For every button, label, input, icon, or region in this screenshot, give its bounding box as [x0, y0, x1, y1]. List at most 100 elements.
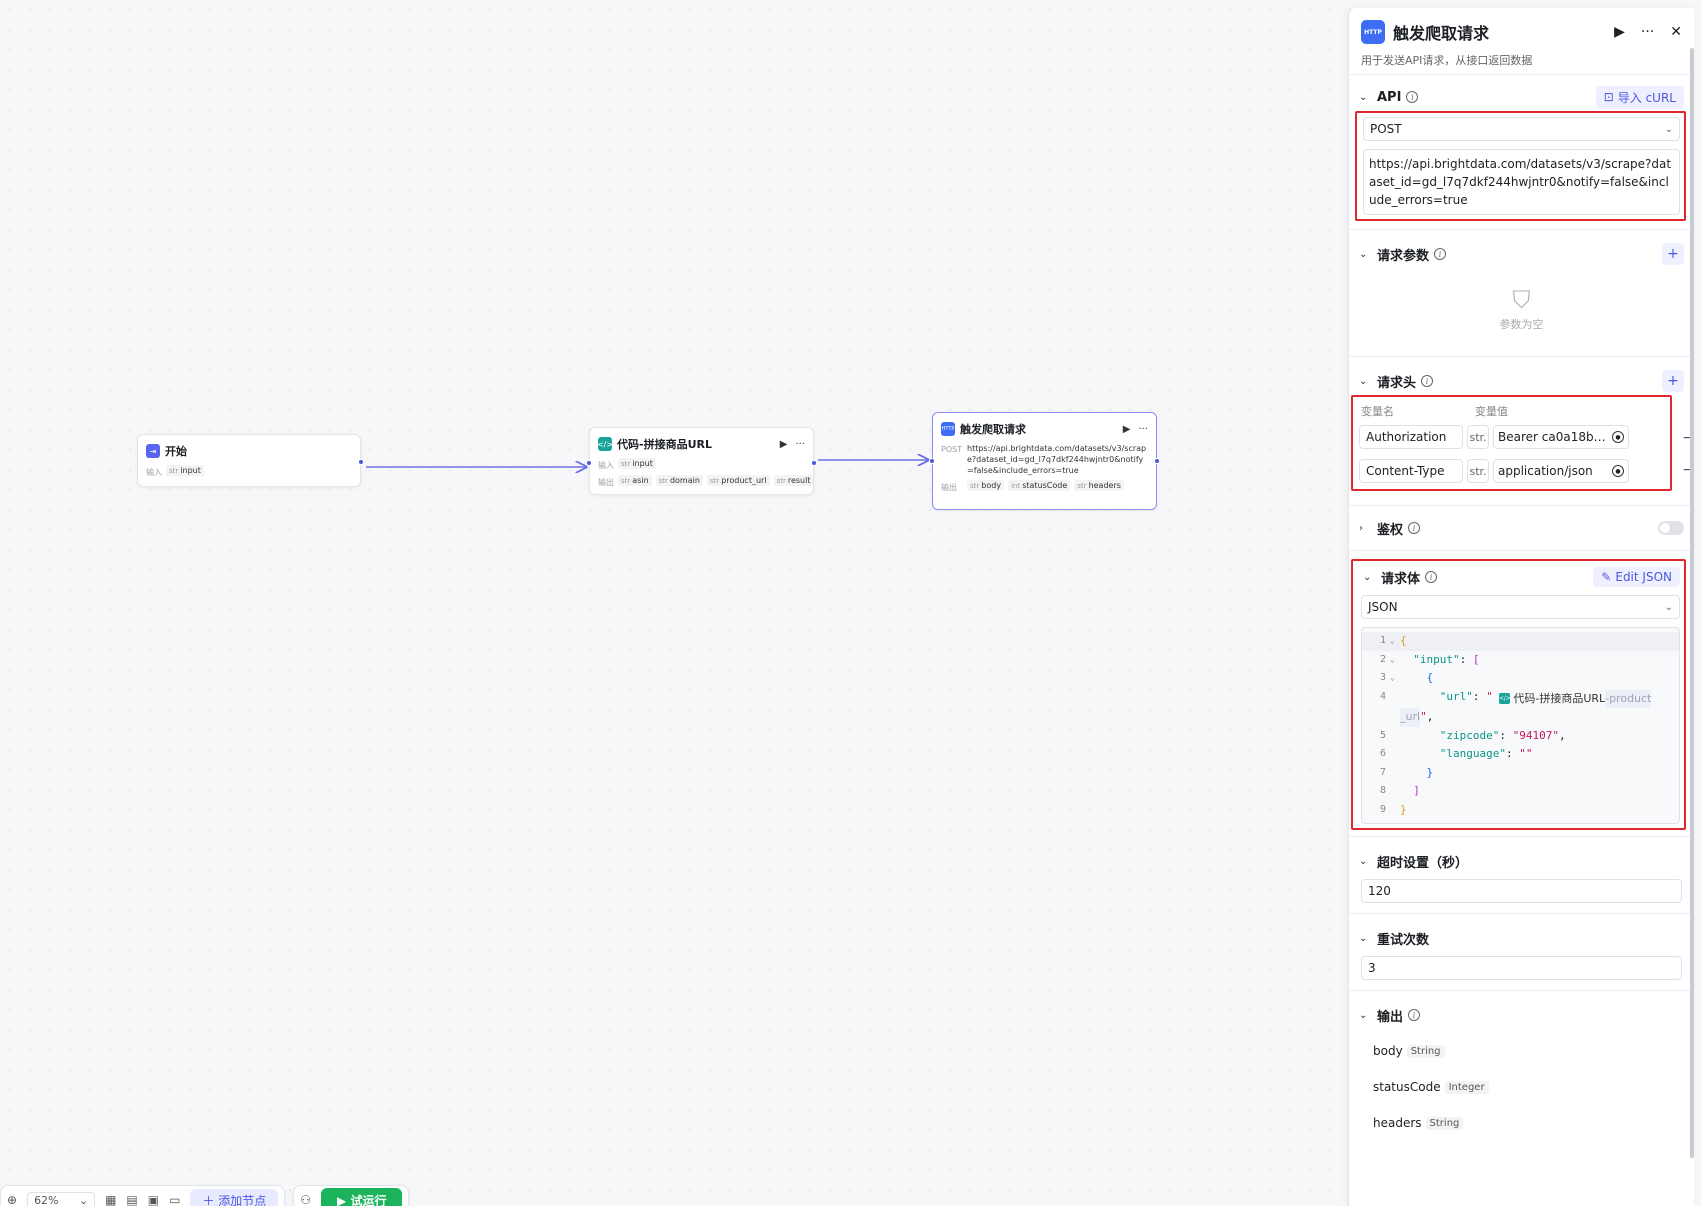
- edit-icon: ✎: [1601, 570, 1612, 584]
- info-icon[interactable]: i: [1421, 375, 1434, 387]
- timeout-section-header[interactable]: ⌄ 超时设置（秒）: [1359, 855, 1469, 871]
- debug-icon[interactable]: ⚇: [300, 1193, 312, 1206]
- port-in[interactable]: [586, 460, 592, 466]
- fold-icon[interactable]: ⌄: [1390, 673, 1395, 682]
- chevron-down-icon[interactable]: ⌄: [1359, 855, 1368, 867]
- port-in[interactable]: [929, 458, 935, 464]
- node-code-header: </> 代码-拼接商品URL ▶ ···: [590, 432, 813, 456]
- empty-box-icon: ⛉: [1512, 286, 1531, 314]
- info-icon[interactable]: i: [1434, 248, 1447, 260]
- more-icon[interactable]: ···: [1138, 423, 1148, 435]
- headers-section: ⌄ 请求头 i + 变量名 变量值 Authorization str. Bea…: [1349, 357, 1694, 491]
- image-icon[interactable]: ▣: [147, 1193, 160, 1206]
- output-section-header[interactable]: ⌄ 输出 i: [1349, 1001, 1694, 1029]
- node-http[interactable]: HTTP 触发爬取请求 ▶ ··· POST https://api.brigh…: [929, 412, 1160, 510]
- info-icon[interactable]: i: [1408, 1009, 1421, 1021]
- chevron-down-icon[interactable]: ⌄: [1359, 1009, 1368, 1021]
- more-icon[interactable]: ···: [795, 438, 805, 450]
- input-label: 输入: [146, 468, 162, 477]
- chevron-down-icon[interactable]: ⌄: [1359, 932, 1368, 944]
- method-select[interactable]: POST ⌄: [1363, 117, 1680, 141]
- node-start-header: ⇥ 开始: [138, 439, 360, 463]
- auth-toggle[interactable]: [1658, 521, 1684, 535]
- body-format-select[interactable]: JSON ⌄: [1361, 595, 1680, 619]
- info-icon[interactable]: i: [1406, 91, 1419, 103]
- remove-header-icon[interactable]: −: [1682, 462, 1694, 478]
- chevron-down-icon[interactable]: ⌄: [1363, 571, 1372, 583]
- timeout-input[interactable]: 120: [1361, 879, 1682, 903]
- run-icon[interactable]: ▶: [1614, 24, 1625, 40]
- import-curl-button[interactable]: ⊡导入 cURL: [1595, 85, 1684, 109]
- chevron-down-icon[interactable]: ⌄: [1359, 91, 1368, 103]
- chevron-down-icon: ⌄: [1664, 123, 1673, 135]
- info-icon[interactable]: i: [1425, 571, 1438, 583]
- layout-icon[interactable]: ▤: [126, 1193, 138, 1206]
- headers-section-header[interactable]: ⌄ 请求头 i +: [1349, 367, 1694, 395]
- code-line: 1⌄{: [1362, 632, 1679, 651]
- retry-section-header[interactable]: ⌄ 重试次数: [1359, 932, 1430, 948]
- comment-icon[interactable]: ▭: [169, 1193, 181, 1206]
- chevron-down-icon[interactable]: ⌄: [1359, 248, 1368, 260]
- header-name-input[interactable]: Authorization: [1359, 425, 1463, 449]
- api-section-header[interactable]: ⌄ API i ⊡导入 cURL: [1349, 83, 1694, 111]
- code-icon: </>: [1499, 693, 1511, 705]
- header-type-select[interactable]: str.: [1467, 459, 1489, 483]
- header-value-input[interactable]: application/json ●: [1493, 459, 1629, 483]
- add-param-button[interactable]: +: [1662, 243, 1684, 265]
- params-section-header[interactable]: ⌄ 请求参数 i +: [1349, 240, 1694, 268]
- run-node-icon[interactable]: ▶: [779, 438, 788, 450]
- panel-title[interactable]: 触发爬取请求: [1393, 24, 1490, 43]
- remove-header-icon[interactable]: −: [1682, 430, 1694, 446]
- minimap-icon[interactable]: ▦: [105, 1193, 117, 1206]
- test-run-button[interactable]: ▶ 试运行: [321, 1187, 403, 1206]
- chevron-right-icon[interactable]: ›: [1359, 522, 1363, 534]
- close-icon[interactable]: ✕: [1670, 24, 1682, 40]
- panel-scrollbar[interactable]: [1690, 48, 1694, 1158]
- port-out[interactable]: [358, 459, 364, 465]
- body-section-header[interactable]: ⌄ 请求体 i ✎Edit JSON: [1361, 563, 1680, 591]
- run-node-icon[interactable]: ▶: [1122, 423, 1131, 435]
- fold-icon[interactable]: ⌄: [1390, 654, 1395, 664]
- add-node-button[interactable]: ＋ 添加节点: [190, 1188, 279, 1206]
- variable-reference[interactable]: </>代码-拼接商品URL-product: [1499, 689, 1652, 708]
- code-line: _url",: [1362, 708, 1679, 727]
- fold-icon[interactable]: ⌄: [1390, 636, 1395, 645]
- toolbar-controls: ⊕ 62%⌄ ▦ ▤ ▣ ▭ ＋ 添加节点: [0, 1185, 286, 1206]
- headers-columns: 变量名 变量值: [1361, 405, 1508, 418]
- divider: [1349, 229, 1694, 230]
- variable-ref-icon[interactable]: ●: [1612, 465, 1624, 477]
- retry-input[interactable]: 3: [1361, 956, 1682, 980]
- header-value-input[interactable]: Bearer ca0a18b2-... ●: [1493, 425, 1629, 449]
- http-icon: HTTP: [1361, 20, 1385, 44]
- info-icon[interactable]: i: [1408, 522, 1421, 534]
- header-name-input[interactable]: Content-Type: [1359, 459, 1463, 483]
- url-input[interactable]: https://api.brightdata.com/datasets/v3/s…: [1363, 149, 1680, 215]
- node-http-url: https://api.brightdata.com/datasets/v3/s…: [967, 444, 1147, 475]
- port-out[interactable]: [811, 460, 817, 466]
- add-header-button[interactable]: +: [1662, 370, 1684, 392]
- panel-description[interactable]: 用于发送API请求，从接口返回数据: [1361, 54, 1533, 67]
- panel-header: HTTP 触发爬取请求 ▶ ··· ✕: [1349, 8, 1694, 46]
- edit-json-button[interactable]: ✎Edit JSON: [1593, 567, 1680, 587]
- start-icon: ⇥: [146, 444, 160, 458]
- auth-section-header[interactable]: › 鉴权 i: [1349, 514, 1694, 542]
- zoom-select[interactable]: 62%⌄: [27, 1191, 96, 1206]
- variable-ref-icon[interactable]: ●: [1612, 431, 1624, 443]
- json-editor[interactable]: 1⌄{ 2⌄ "input": [ 3⌄ { 4 "url": " </>代码-…: [1361, 627, 1680, 824]
- code-line: 3⌄ {: [1362, 669, 1679, 688]
- port-out[interactable]: [1154, 458, 1160, 464]
- code-line: 4 "url": " </>代码-拼接商品URL-product: [1362, 688, 1679, 708]
- node-code-title: 代码-拼接商品URL: [617, 438, 712, 451]
- more-icon[interactable]: ···: [1640, 24, 1655, 40]
- fit-view-icon[interactable]: ⊕: [7, 1193, 18, 1206]
- node-http-url-row: POST https://api.brightdata.com/datasets…: [933, 441, 1156, 478]
- header-type-select[interactable]: str.: [1467, 425, 1489, 449]
- chevron-down-icon[interactable]: ⌄: [1359, 375, 1368, 387]
